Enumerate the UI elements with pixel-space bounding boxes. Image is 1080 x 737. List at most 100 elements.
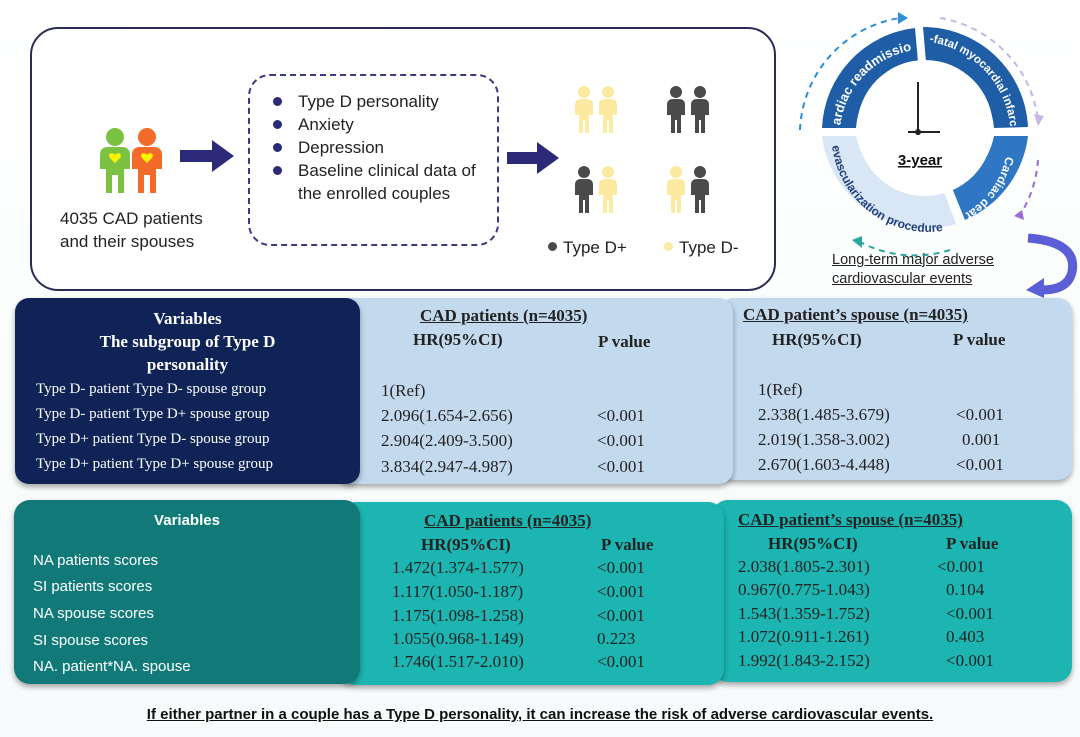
table1-row-spouse-p: 0.001 xyxy=(962,430,1001,449)
mace-line-2: cardiovascular events xyxy=(832,271,973,287)
table2-spouse-p-header: P value xyxy=(946,534,999,553)
table2-row-label: NA patients scores xyxy=(33,552,159,569)
table2-row-spouse-p: <0.001 xyxy=(937,557,985,576)
cohort-line-2: and their spouses xyxy=(60,232,195,251)
data-item-baseline: Baseline clinical data of the enrolled c… xyxy=(270,159,495,205)
table1-row-patient-hr: 2.904(2.409-3.500) xyxy=(381,431,513,450)
conclusion-text: If either partner in a couple has a Type… xyxy=(146,706,934,723)
table2-row-spouse-p: 0.403 xyxy=(946,627,985,646)
table1-row-patient-hr: 1(Ref) xyxy=(381,381,426,400)
table2-row-patient-p: <0.001 xyxy=(597,652,645,671)
table2-row-spouse-hr: 1.543(1.359-1.752) xyxy=(738,604,870,623)
cycle-center xyxy=(857,60,993,196)
table2-row-spouse-p: <0.001 xyxy=(946,604,994,623)
table2-row-spouse-p: <0.001 xyxy=(946,651,994,670)
arrow-right-icon xyxy=(180,140,234,172)
data-item-anxiety: Anxiety xyxy=(270,113,495,136)
segment-cardiac-death xyxy=(952,136,1028,220)
data-item-type-d: Type D personality xyxy=(270,90,495,113)
table1-row-spouse-p: <0.001 xyxy=(956,455,1004,474)
table2-variables-header: Variables xyxy=(154,512,220,529)
table1-row-spouse-hr: 2.019(1.358-3.002) xyxy=(758,430,890,449)
table2-variables-panel xyxy=(14,500,360,684)
table1-row-spouse-p: <0.001 xyxy=(956,405,1004,424)
table2-row-label: SI spouse scores xyxy=(33,632,149,649)
table1-patients-panel xyxy=(338,298,733,484)
legend-plus-label: Type D+ xyxy=(563,238,627,257)
dark-dot-icon xyxy=(548,242,557,251)
table2-row-patient-p: <0.001 xyxy=(597,582,645,601)
table2-spouse-hr-header: HR(95%CI) xyxy=(768,534,858,553)
table2-row-patient-p: <0.001 xyxy=(597,606,645,625)
segment-revascularization xyxy=(822,136,956,229)
legend-type-d-plus: Type D+ xyxy=(548,238,627,258)
table2-row-patient-hr: 1.472(1.374-1.577) xyxy=(392,558,524,577)
arrow-right-icon xyxy=(507,142,559,174)
legend-type-d-minus: Type D- xyxy=(664,238,739,258)
table2-row-spouse-p: 0.104 xyxy=(946,580,985,599)
table1-row-label: Type D- patient Type D+ spouse group xyxy=(36,406,270,422)
cycle-arrow-top-right xyxy=(939,17,1039,121)
cycle-center-label: 3-year xyxy=(898,152,942,169)
table1-subgroup-header-1: The subgroup of Type D xyxy=(99,332,276,351)
segment-mi xyxy=(923,26,1028,129)
cohort-label: 4035 CAD patients and their spouses xyxy=(60,207,203,253)
mace-cycle-diagram: cardiac readmission Non-fatal myocardial… xyxy=(790,10,1044,257)
table1-patients-header: CAD patients (n=4035) xyxy=(420,306,588,325)
table1-variables-panel xyxy=(15,298,360,484)
table2-row-patient-p: <0.001 xyxy=(597,558,645,577)
table1-patients-hr-header: HR(95%CI) xyxy=(413,330,503,349)
table1-row-spouse-hr: 2.670(1.603-4.448) xyxy=(758,455,890,474)
table2-patients-p-header: P value xyxy=(601,535,654,554)
table2-row-label: NA spouse scores xyxy=(33,605,154,622)
table2-row-patient-hr: 1.175(1.098-1.258) xyxy=(392,606,524,625)
table1-row-label: Type D+ patient Type D+ spouse group xyxy=(36,456,274,472)
table1-row-patient-p: <0.001 xyxy=(597,431,645,450)
data-item-depression: Depression xyxy=(270,136,495,159)
table2-row-patient-p: 0.223 xyxy=(597,629,636,648)
table2-spouse-header: CAD patient’s spouse (n=4035) xyxy=(738,510,963,529)
table2-patients-header: CAD patients (n=4035) xyxy=(424,511,592,530)
table1-row-spouse-hr: 2.338(1.485-3.679) xyxy=(758,405,890,424)
table1-spouse-hr-header: HR(95%CI) xyxy=(772,330,862,349)
light-dot-icon xyxy=(664,242,673,251)
table2-row-patient-hr: 1.055(0.968-1.149) xyxy=(392,629,524,648)
table1-row-patient-hr: 3.834(2.947-4.987) xyxy=(381,457,513,476)
cohort-line-1: 4035 CAD patients xyxy=(60,209,203,228)
table1-row-label: Type D+ patient Type D- spouse group xyxy=(36,431,270,447)
cycle-arrow-right xyxy=(1019,159,1039,216)
curved-arrow-icon xyxy=(1026,233,1078,298)
table1-patients-p-header: P value xyxy=(598,332,651,351)
table1-spouse-p-header: P value xyxy=(953,330,1006,349)
table2-row-label: NA. patient*NA. spouse xyxy=(33,658,191,675)
table1-row-spouse-hr: 1(Ref) xyxy=(758,380,803,399)
table2-patients-hr-header: HR(95%CI) xyxy=(421,535,511,554)
table1-row-patient-p: <0.001 xyxy=(597,457,645,476)
table2-spouse-panel xyxy=(712,500,1072,682)
table2-row-spouse-hr: 1.992(1.843-2.152) xyxy=(738,651,870,670)
segment-readmission xyxy=(822,28,918,128)
table1-spouse-panel xyxy=(720,298,1072,480)
table2-patients-panel xyxy=(340,502,724,685)
table2-row-label: SI patients scores xyxy=(33,578,153,595)
couple-patients-icon xyxy=(100,128,162,193)
clock-icon xyxy=(908,82,940,135)
table1-row-label: Type D- patient Type D- spouse group xyxy=(36,381,267,397)
data-collection-list: Type D personality Anxiety Depression Ba… xyxy=(270,90,495,205)
table1-row-patient-hr: 2.096(1.654-2.656) xyxy=(381,406,513,425)
table2-row-spouse-hr: 0.967(0.775-1.043) xyxy=(738,580,870,599)
table2-row-patient-hr: 1.117(1.050-1.187) xyxy=(392,582,524,601)
mace-label: Long-term major adverse cardiovascular e… xyxy=(832,251,994,289)
cycle-arrow-bottom xyxy=(859,241,951,257)
table1-subgroup-header-2: personality xyxy=(146,355,229,374)
cycle-arrow-top-left xyxy=(799,17,901,131)
legend-minus-label: Type D- xyxy=(679,238,739,257)
mace-line-1: Long-term major adverse xyxy=(832,252,994,268)
couple-groups-icon xyxy=(575,86,709,213)
table2-row-spouse-hr: 2.038(1.805-2.301) xyxy=(738,557,870,576)
data-collection-box xyxy=(248,74,499,246)
table1-variables-header: Variables xyxy=(153,309,222,328)
table1-spouse-header: CAD patient’s spouse (n=4035) xyxy=(743,305,968,324)
table2-row-patient-hr: 1.746(1.517-2.010) xyxy=(392,652,524,671)
table2-row-spouse-hr: 1.072(0.911-1.261) xyxy=(738,627,870,646)
